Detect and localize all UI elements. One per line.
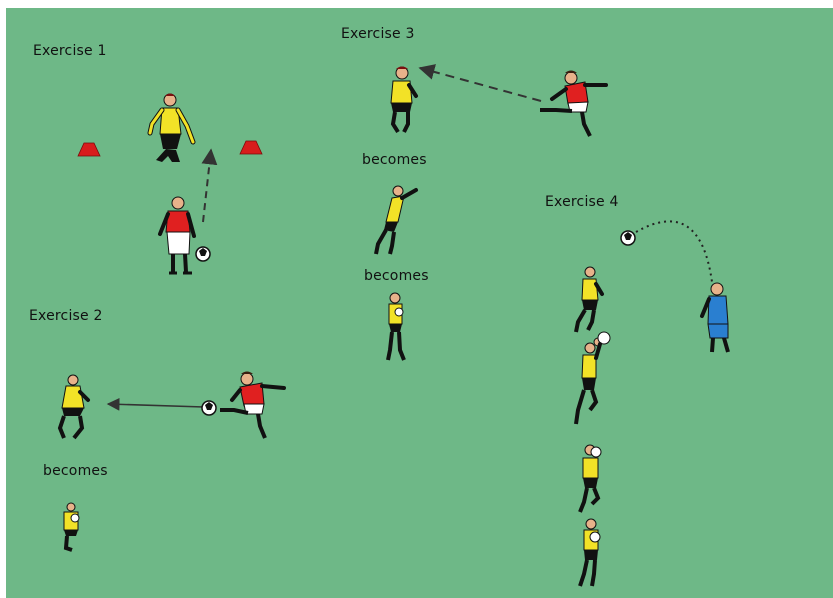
pass-arrow xyxy=(201,148,218,223)
cone-icon xyxy=(77,142,101,157)
goalkeeper-figure xyxy=(63,502,80,552)
player-figure xyxy=(158,196,196,275)
goalkeeper-figure xyxy=(57,374,90,440)
goalkeeper-figure xyxy=(147,93,196,162)
training-field xyxy=(6,8,833,598)
goalkeeper-figure xyxy=(390,66,418,134)
goalkeeper-figure xyxy=(574,266,604,333)
ball-icon xyxy=(620,230,636,246)
exercise-3-becomes-label-2: becomes xyxy=(364,268,429,284)
exercise-3-title: Exercise 3 xyxy=(341,26,415,42)
player-figure xyxy=(540,70,608,137)
exercise-4-title: Exercise 4 xyxy=(545,194,619,210)
goalkeeper-figure xyxy=(578,518,601,587)
ball-icon xyxy=(195,246,211,262)
cone-icon xyxy=(239,140,263,155)
exercise-2-becomes-label: becomes xyxy=(43,463,108,479)
goalkeeper-figure xyxy=(374,185,418,255)
throw-path xyxy=(635,220,713,283)
exercise-2-title: Exercise 2 xyxy=(29,308,103,324)
goalkeeper-figure xyxy=(574,331,611,425)
exercise-1-title: Exercise 1 xyxy=(33,43,107,59)
coach-figure xyxy=(700,282,730,353)
goalkeeper-figure xyxy=(386,292,406,361)
ball-icon xyxy=(201,400,217,416)
exercise-3-becomes-label-1: becomes xyxy=(362,152,427,168)
pass-arrow xyxy=(106,397,205,411)
player-figure xyxy=(220,371,286,439)
pass-arrow xyxy=(418,64,542,102)
goalkeeper-figure xyxy=(578,444,602,513)
